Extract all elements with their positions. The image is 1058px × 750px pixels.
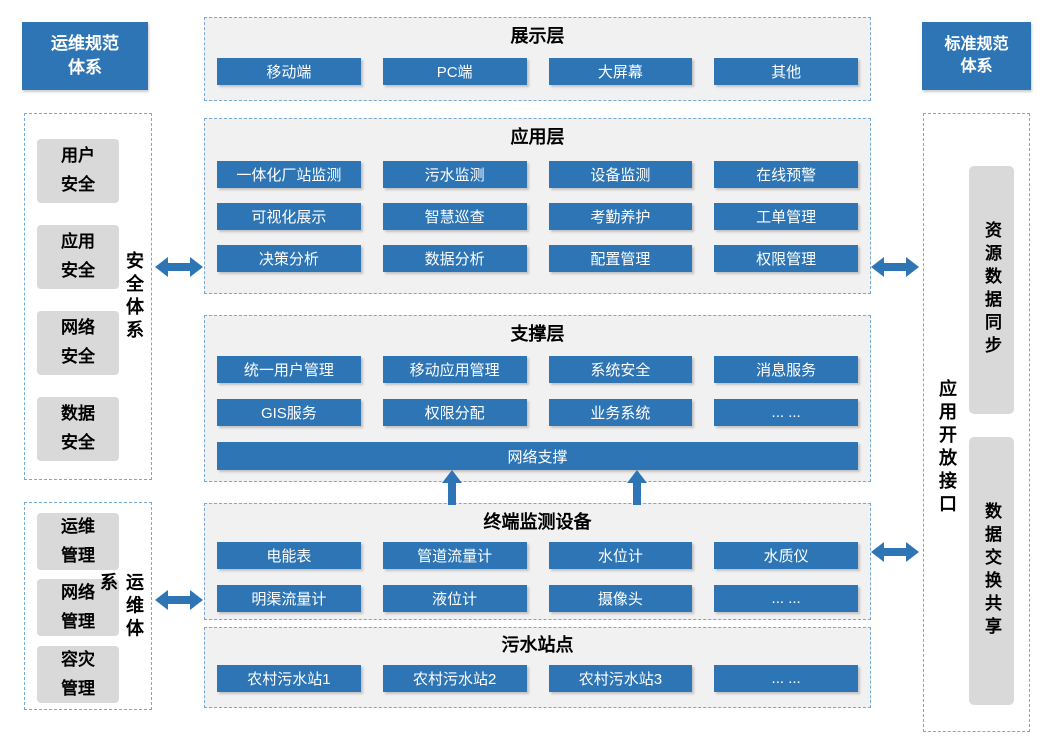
support-item: 消息服务 [714, 356, 858, 383]
security-panel: 用户 安全 应用 安全 网络 安全 数据 安全 安全体系 [24, 113, 152, 480]
terminal-layer: 终端监测设备 电能表 管道流量计 水位计 水质仪 明渠流量计 液位计 摄像头 .… [204, 503, 871, 620]
support-item: 业务系统 [548, 399, 693, 426]
application-item: 决策分析 [217, 245, 361, 272]
application-item: 数据分析 [382, 245, 527, 272]
sites-layer: 污水站点 农村污水站1 农村污水站2 农村污水站3 ... ... [204, 627, 871, 708]
application-item: 设备监测 [548, 161, 693, 188]
ops-item: 运维 管理 [37, 513, 119, 570]
double-arrow-icon [871, 542, 919, 562]
presentation-layer-title: 展示层 [510, 26, 565, 46]
ops-item: 容灾 管理 [37, 646, 119, 703]
network-support-bar: 网络支撑 [217, 442, 858, 470]
support-item: 统一用户管理 [217, 356, 361, 383]
terminal-item: 明渠流量计 [217, 585, 361, 612]
security-group-label: 安全体系 [124, 250, 144, 343]
presentation-item: 大屏幕 [548, 58, 693, 85]
presentation-item: 移动端 [217, 58, 361, 85]
application-item: 考勤养护 [548, 203, 693, 230]
application-item: 可视化展示 [217, 203, 361, 230]
site-item: 农村污水站3 [548, 665, 693, 692]
right-title-box: 标准规范 体系 [922, 22, 1031, 90]
ops-item: 网络 管理 [37, 579, 119, 636]
resource-sync-box: 资源数据同步 [969, 166, 1014, 414]
terminal-item: 摄像头 [548, 585, 693, 612]
terminal-item: 液位计 [382, 585, 527, 612]
up-arrow-icon [627, 470, 647, 505]
application-item: 工单管理 [714, 203, 858, 230]
application-item: 权限管理 [714, 245, 858, 272]
left-title-box: 运维规范 体系 [22, 22, 148, 90]
open-interface-label: 应用开放接口 [937, 379, 957, 517]
security-item: 应用 安全 [37, 225, 119, 289]
application-item: 配置管理 [548, 245, 693, 272]
terminal-item: 水质仪 [714, 542, 858, 569]
terminal-item: 电能表 [217, 542, 361, 569]
application-item: 污水监测 [382, 161, 527, 188]
support-item: 移动应用管理 [382, 356, 527, 383]
support-item: 权限分配 [382, 399, 527, 426]
presentation-item: PC端 [382, 58, 527, 85]
support-item: ... ... [714, 399, 858, 426]
sites-layer-title: 污水站点 [501, 635, 574, 655]
double-arrow-icon [155, 590, 203, 610]
site-item: 农村污水站1 [217, 665, 361, 692]
site-item: 农村污水站2 [382, 665, 527, 692]
support-item: 系统安全 [548, 356, 693, 383]
application-item: 在线预警 [714, 161, 858, 188]
support-layer: 支撑层 统一用户管理 移动应用管理 系统安全 消息服务 GIS服务 权限分配 业… [204, 315, 871, 482]
ops-group-label: 运维体系 [98, 573, 144, 643]
application-item: 一体化厂站监测 [217, 161, 361, 188]
application-item: 智慧巡查 [382, 203, 527, 230]
application-layer-title: 应用层 [510, 127, 565, 147]
support-item: GIS服务 [217, 399, 361, 426]
application-layer: 应用层 一体化厂站监测 污水监测 设备监测 在线预警 可视化展示 智慧巡查 考勤… [204, 118, 871, 294]
presentation-item: 其他 [714, 58, 858, 85]
open-interface-panel: 应用开放接口 资源数据同步 数据交换共享 [923, 113, 1030, 732]
security-item: 数据 安全 [37, 397, 119, 461]
data-exchange-box: 数据交换共享 [969, 437, 1014, 705]
site-item: ... ... [714, 665, 858, 692]
double-arrow-icon [155, 257, 203, 277]
security-item: 网络 安全 [37, 311, 119, 375]
up-arrow-icon [442, 470, 462, 505]
ops-panel: 运维 管理 网络 管理 容灾 管理 运维体系 [24, 502, 152, 710]
support-layer-title: 支撑层 [510, 324, 565, 344]
presentation-layer: 展示层 移动端 PC端 大屏幕 其他 [204, 17, 871, 101]
double-arrow-icon [871, 257, 919, 277]
terminal-item: ... ... [714, 585, 858, 612]
terminal-item: 管道流量计 [382, 542, 527, 569]
terminal-item: 水位计 [548, 542, 693, 569]
security-item: 用户 安全 [37, 139, 119, 203]
terminal-layer-title: 终端监测设备 [483, 512, 592, 532]
